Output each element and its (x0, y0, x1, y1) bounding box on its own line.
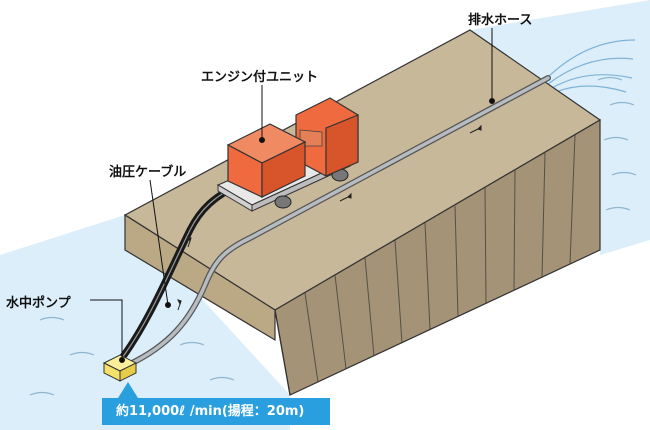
label-engine-unit: エンジン付ユニット (201, 70, 319, 85)
water-wave-marks (29, 76, 637, 411)
label-submersible-pump: 水中ポンプ (6, 296, 71, 311)
water-spray (544, 39, 636, 93)
flow-badge-pointer (118, 382, 138, 398)
submersible-pump (102, 354, 138, 382)
flow-rate-badge: 約11,000ℓ /min(揚程：20m) (102, 398, 330, 425)
discharge-hose-inner (126, 76, 550, 367)
ground-front (124, 213, 276, 342)
truck-wheel (274, 195, 292, 209)
ground-edge (274, 309, 291, 396)
label-discharge-hose: 排水ホース (468, 13, 533, 28)
ground-side-hatching (304, 134, 576, 383)
flow-arrows (177, 124, 482, 311)
engine-unit-side (261, 141, 306, 198)
label-hydraulic-cable: 油圧ケーブル (109, 165, 187, 180)
hydraulic-cable-gap (121, 184, 241, 359)
truck (216, 97, 359, 212)
leader-lines (90, 28, 495, 363)
